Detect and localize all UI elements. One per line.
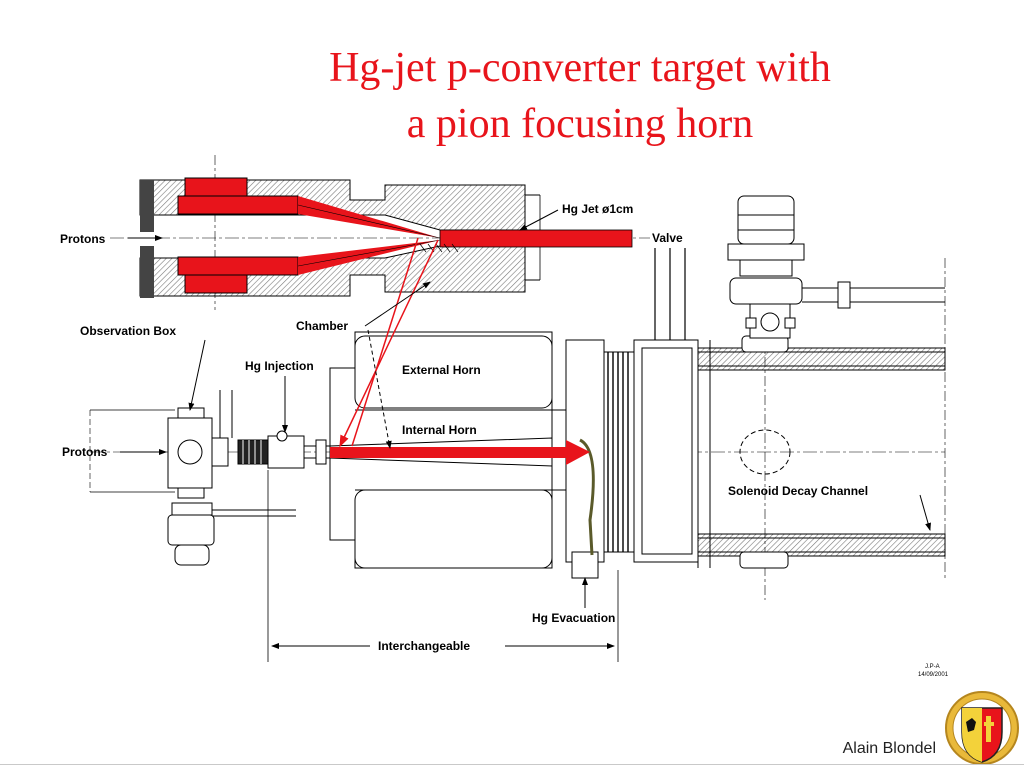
- label-interchangeable: Interchangeable: [378, 639, 470, 653]
- label-internal-horn: Internal Horn: [402, 423, 477, 437]
- drawing-id: J.P-A: [925, 664, 940, 670]
- flange-stack: [565, 339, 699, 579]
- label-external-horn: External Horn: [402, 363, 481, 377]
- drawing-date: 14/09/2001: [918, 672, 949, 678]
- label-hg-injection: Hg Injection: [245, 359, 314, 373]
- target-detail: [110, 155, 650, 310]
- author-name: Alain Blondel: [842, 740, 936, 757]
- label-hg-jet: Hg Jet ø1cm: [562, 202, 633, 216]
- title-line-1: Hg-jet p-converter target with: [329, 45, 831, 91]
- solenoid-channel: [697, 258, 946, 600]
- label-solenoid: Solenoid Decay Channel: [728, 484, 868, 498]
- label-protons-top: Protons: [60, 232, 106, 246]
- injection-coupling: [237, 430, 330, 469]
- label-chamber: Chamber: [296, 319, 348, 333]
- vacuum-pump: [727, 195, 945, 339]
- label-observation-box: Observation Box: [80, 324, 176, 338]
- label-valve: Valve: [652, 231, 683, 245]
- title-line-2: a pion focusing horn: [406, 101, 754, 147]
- label-hg-evacuation: Hg Evacuation: [532, 611, 615, 625]
- geneva-coat-of-arms-icon: [945, 691, 1019, 765]
- slide-title: Hg-jet p-converter target with a pion fo…: [240, 40, 920, 152]
- footer-divider: [0, 764, 1024, 765]
- label-protons-bottom: Protons: [62, 445, 108, 459]
- beam: [330, 447, 568, 458]
- observation-box: [167, 390, 296, 566]
